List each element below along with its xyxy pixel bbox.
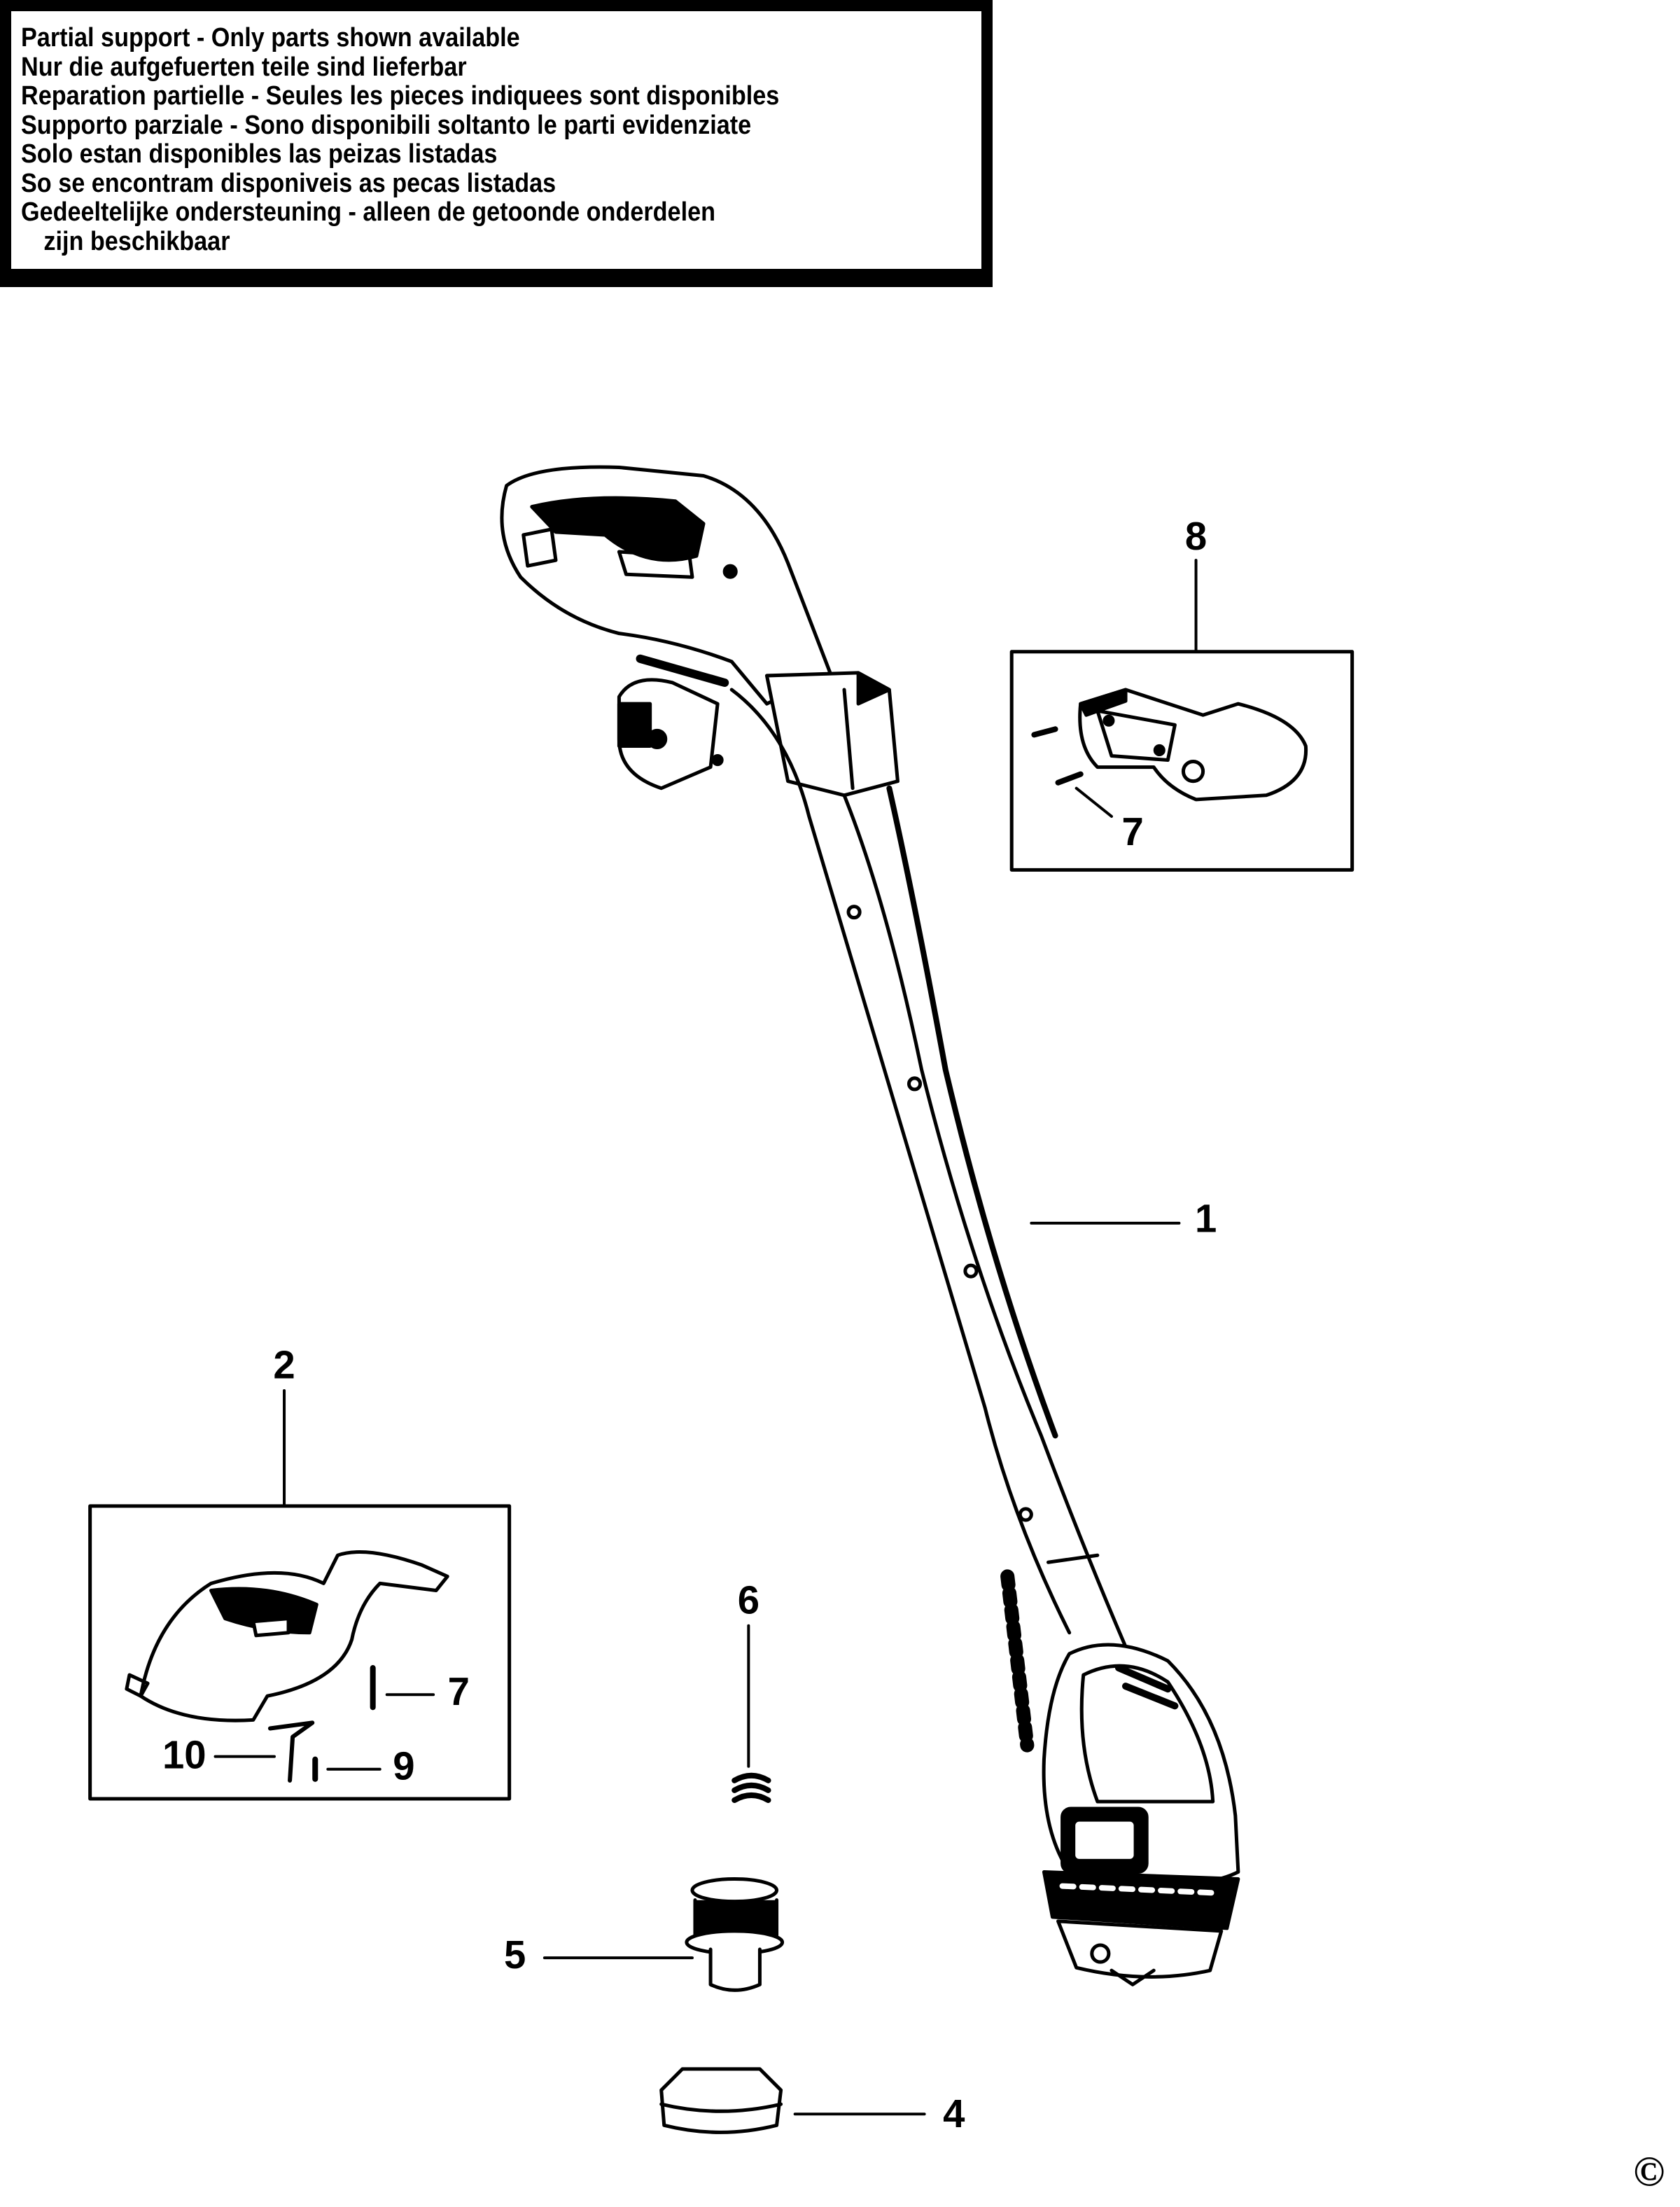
- notice-line-nl-cont: zijn beschikbaar: [43, 226, 230, 256]
- part-2-box: [88, 1504, 512, 1801]
- notice-line-pt: So se encontram disponiveis as pecas lis…: [21, 168, 556, 198]
- notice-line-en: Partial support - Only parts shown avail…: [21, 23, 520, 53]
- callout-8: 8: [1185, 514, 1207, 558]
- callout-7-box8: 7: [1121, 809, 1143, 854]
- part-8-box: [1009, 650, 1354, 872]
- callout-6: 6: [738, 1578, 760, 1622]
- part-5-spool: [685, 1877, 785, 1992]
- callout-10: 10: [162, 1733, 206, 1777]
- partial-support-notice: Partial support - Only parts shown avail…: [0, 0, 993, 287]
- notice-line-it: Supporto parziale - Sono disponibili sol…: [21, 110, 752, 140]
- callout-9: 9: [393, 1744, 414, 1788]
- callout-2: 2: [273, 1343, 295, 1387]
- callout-1: 1: [1195, 1197, 1217, 1241]
- trimmer-shaft-assembly: [500, 465, 1240, 1986]
- notice-line-nl: Gedeeltelijke ondersteuning - alleen de …: [21, 197, 715, 227]
- part-4-cap: [659, 2067, 783, 2134]
- callout-7-box2: 7: [448, 1669, 470, 1713]
- callout-5: 5: [504, 1933, 526, 1977]
- copyright-symbol: ©: [1633, 2149, 1665, 2196]
- callout-4: 4: [943, 2091, 965, 2136]
- part-6-spring: [732, 1772, 771, 1803]
- notice-line-fr: Reparation partielle - Seules les pieces…: [21, 81, 780, 111]
- leader-lines: [214, 559, 1198, 2116]
- notice-line-es: Solo estan disponibles las peizas listad…: [21, 139, 498, 169]
- notice-line-de: Nur die aufgefuerten teile sind lieferba…: [21, 52, 467, 82]
